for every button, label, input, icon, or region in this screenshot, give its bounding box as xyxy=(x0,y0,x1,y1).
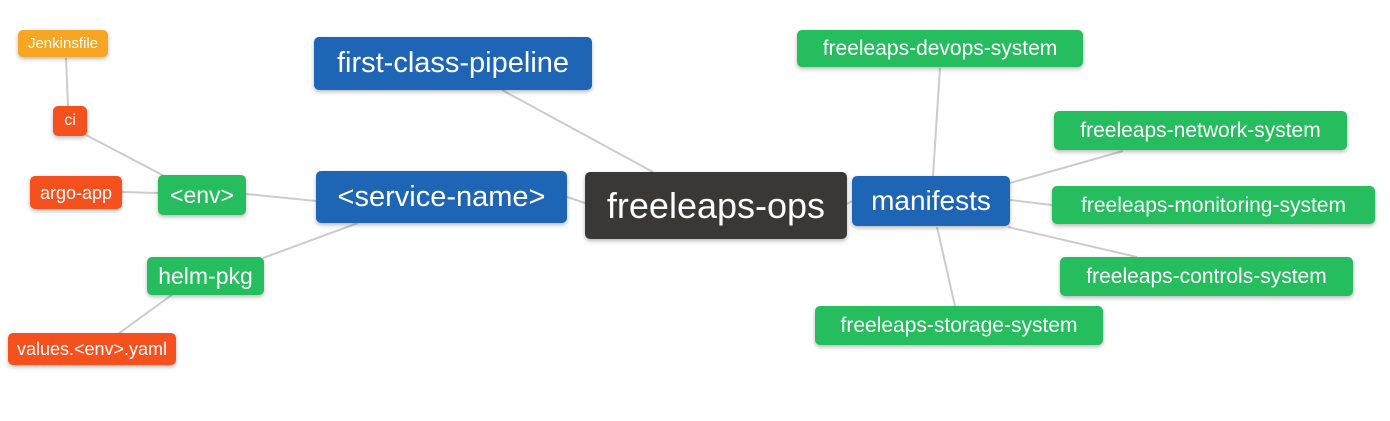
node-freeleaps-storage-system[interactable]: freeleaps-storage-system xyxy=(815,306,1103,345)
edge-ci-env xyxy=(85,134,169,179)
edge-manifests-freeleaps-storage-system xyxy=(936,226,956,307)
edge-manifests-freeleaps-devops-system xyxy=(932,67,941,177)
node-service-name[interactable]: <service-name> xyxy=(316,171,567,223)
edge-jenkinsfile-ci xyxy=(65,57,69,107)
node-freeleaps-ops[interactable]: freeleaps-ops xyxy=(585,172,847,239)
node-jenkinsfile[interactable]: Jenkinsfile xyxy=(18,30,108,57)
edge-helm-pkg-values-env-yaml xyxy=(117,293,174,335)
edge-service-name-helm-pkg xyxy=(262,222,359,259)
node-first-class-pipeline[interactable]: first-class-pipeline xyxy=(314,37,592,90)
edge-manifests-freeleaps-monitoring-system xyxy=(1009,199,1053,206)
node-freeleaps-controls-system[interactable]: freeleaps-controls-system xyxy=(1060,257,1353,296)
node-ci[interactable]: ci xyxy=(53,106,87,136)
node-manifests[interactable]: manifests xyxy=(852,176,1010,226)
edge-argo-app-env xyxy=(121,191,159,194)
edge-freeleaps-ops-manifests xyxy=(846,200,853,205)
node-freeleaps-network-system[interactable]: freeleaps-network-system xyxy=(1054,111,1347,150)
node-argo-app[interactable]: argo-app xyxy=(30,176,122,209)
node-freeleaps-devops-system[interactable]: freeleaps-devops-system xyxy=(797,30,1083,67)
node-helm-pkg[interactable]: helm-pkg xyxy=(147,257,264,295)
edge-manifests-freeleaps-controls-system xyxy=(1007,226,1138,258)
node-env[interactable]: <env> xyxy=(158,175,246,215)
edge-first-class-pipeline-freeleaps-ops xyxy=(501,89,654,173)
edge-manifests-freeleaps-network-system xyxy=(1009,150,1124,184)
node-values-env-yaml[interactable]: values.<env>.yaml xyxy=(8,333,176,365)
edge-env-service-name xyxy=(245,193,317,202)
node-freeleaps-monitoring-system[interactable]: freeleaps-monitoring-system xyxy=(1052,186,1375,224)
edge-service-name-freeleaps-ops xyxy=(566,196,586,204)
